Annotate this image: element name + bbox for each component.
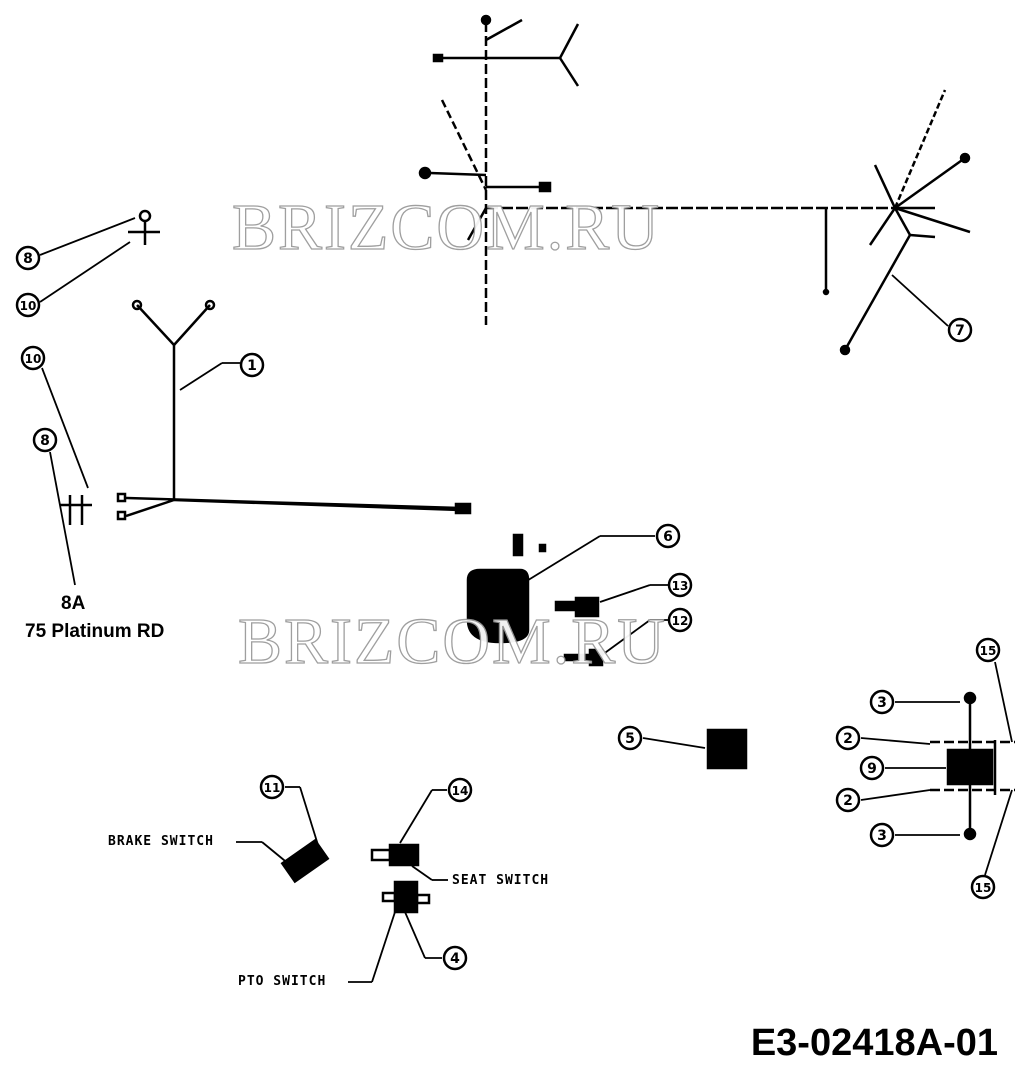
callout-circle [835, 787, 861, 813]
callout-number: 3 [877, 695, 887, 711]
callout-circle [975, 637, 1001, 663]
brake-switch-label: BRAKE SWITCH [108, 834, 214, 849]
callout-number: 13 [672, 579, 689, 593]
drawing-code: E3-02418A-01 [750, 1022, 998, 1064]
callout-circle [869, 822, 895, 848]
fuse-holder-top [128, 209, 160, 245]
callout-circle [15, 292, 41, 318]
part-8a-description: 75 Platinum RD [25, 621, 165, 642]
callout-number: 15 [975, 881, 992, 895]
callout-circle [859, 755, 885, 781]
callout-circle [259, 774, 285, 800]
callout-circle [667, 572, 693, 598]
watermark-middle: BRIZCOM.RU [237, 604, 667, 678]
callout-number: 10 [20, 299, 37, 313]
callout-number: 14 [452, 784, 469, 798]
callout-circle [869, 689, 895, 715]
brake-switch-part [280, 838, 330, 884]
callout-circle [239, 352, 265, 378]
solenoid [930, 691, 1015, 841]
callout-number: 11 [264, 781, 281, 795]
callout-number: 2 [843, 793, 853, 809]
leader-lines [39, 217, 1013, 983]
callout-number: 9 [867, 761, 877, 777]
fuse-holder-8a [60, 495, 92, 525]
callout-number: 10 [25, 352, 42, 366]
callout-number: 4 [450, 951, 460, 967]
main-harness [418, 14, 971, 356]
callout-circle [447, 777, 473, 803]
part-8a-label: 8A [61, 593, 86, 614]
callout-number: 15 [980, 644, 997, 658]
callout-circle [655, 523, 681, 549]
seat-switch-label: SEAT SWITCH [452, 873, 550, 888]
callout-circle [442, 945, 468, 971]
callout-circle [970, 874, 996, 900]
callout-group: 8 10 10 8 1 7 6 13 12 5 3 292 3 15 15 11 14 4 [15, 245, 1001, 971]
harness-1 [116, 299, 472, 521]
callout-circle [667, 607, 693, 633]
pto-switch-label: PTO SWITCH [238, 974, 327, 989]
watermark-top: BRIZCOM.RU [231, 190, 661, 264]
seat-switch-part [370, 843, 420, 867]
callout-circle [15, 245, 41, 271]
callout-circle [947, 317, 973, 343]
callout-number: 5 [625, 731, 635, 747]
ignition-switch [466, 533, 604, 667]
callout-number: 1 [247, 358, 257, 374]
callout-number: 7 [955, 323, 965, 339]
callout-number: 2 [843, 731, 853, 747]
callout-number: 12 [672, 614, 689, 628]
callout-circle [617, 725, 643, 751]
callout-number: 6 [663, 529, 673, 545]
pto-switch-part [381, 880, 431, 914]
callout-circle [835, 725, 861, 751]
callout-circle [20, 345, 46, 371]
relay [706, 728, 748, 770]
callout-number: 3 [877, 828, 887, 844]
callout-number: 8 [23, 251, 33, 267]
callout-circle [32, 427, 58, 453]
callout-number: 8 [40, 433, 50, 449]
